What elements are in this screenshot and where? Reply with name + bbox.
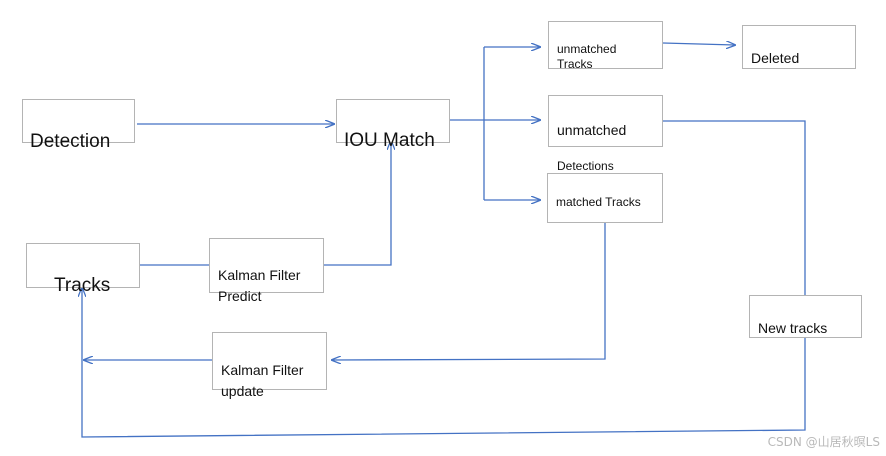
matched-tracks-label: matched Tracks (556, 195, 641, 210)
arrow-unmatched-tracks-to-deleted (662, 43, 735, 45)
arrow-matched-tracks-to-kalman-update (332, 222, 606, 360)
unmatched-detections-label-line1: unmatched (557, 122, 627, 139)
matched-tracks-box[interactable]: matched Tracks (547, 173, 663, 223)
tracks-box[interactable]: Tracks (26, 243, 140, 296)
kalman-predict-label: Kalman Filter Predict (218, 267, 301, 304)
new-tracks-label: New tracks (758, 319, 828, 336)
iou-match-label: IOU Match (344, 129, 435, 151)
detection-box[interactable]: Detection (22, 99, 135, 152)
csdn-watermark: CSDN @山居秋暝LS (767, 435, 880, 449)
unmatched-tracks-label: unmatched Tracks (557, 42, 617, 71)
tracks-label: Tracks (54, 274, 111, 296)
unmatched-detections-box[interactable]: unmatched Detections (548, 95, 663, 173)
arrow-new-tracks-to-tracks (82, 288, 806, 438)
new-tracks-box[interactable]: New tracks (749, 295, 862, 338)
kalman-update-box[interactable]: Kalman Filter update (212, 332, 327, 399)
deleted-label: Deleted (751, 49, 800, 66)
kalman-update-label: Kalman Filter update (221, 362, 304, 399)
iou-match-box[interactable]: IOU Match (336, 99, 450, 151)
kalman-predict-box[interactable]: Kalman Filter Predict (209, 238, 324, 304)
connector-unmatched-detections-to-new-tracks (663, 120, 806, 295)
unmatched-tracks-box[interactable]: unmatched Tracks (548, 21, 663, 71)
arrow-predict-to-iou (324, 141, 391, 266)
deleted-box[interactable]: Deleted (742, 25, 856, 69)
detection-label: Detection (30, 130, 111, 152)
unmatched-detections-label-line2: Detections (557, 159, 614, 174)
